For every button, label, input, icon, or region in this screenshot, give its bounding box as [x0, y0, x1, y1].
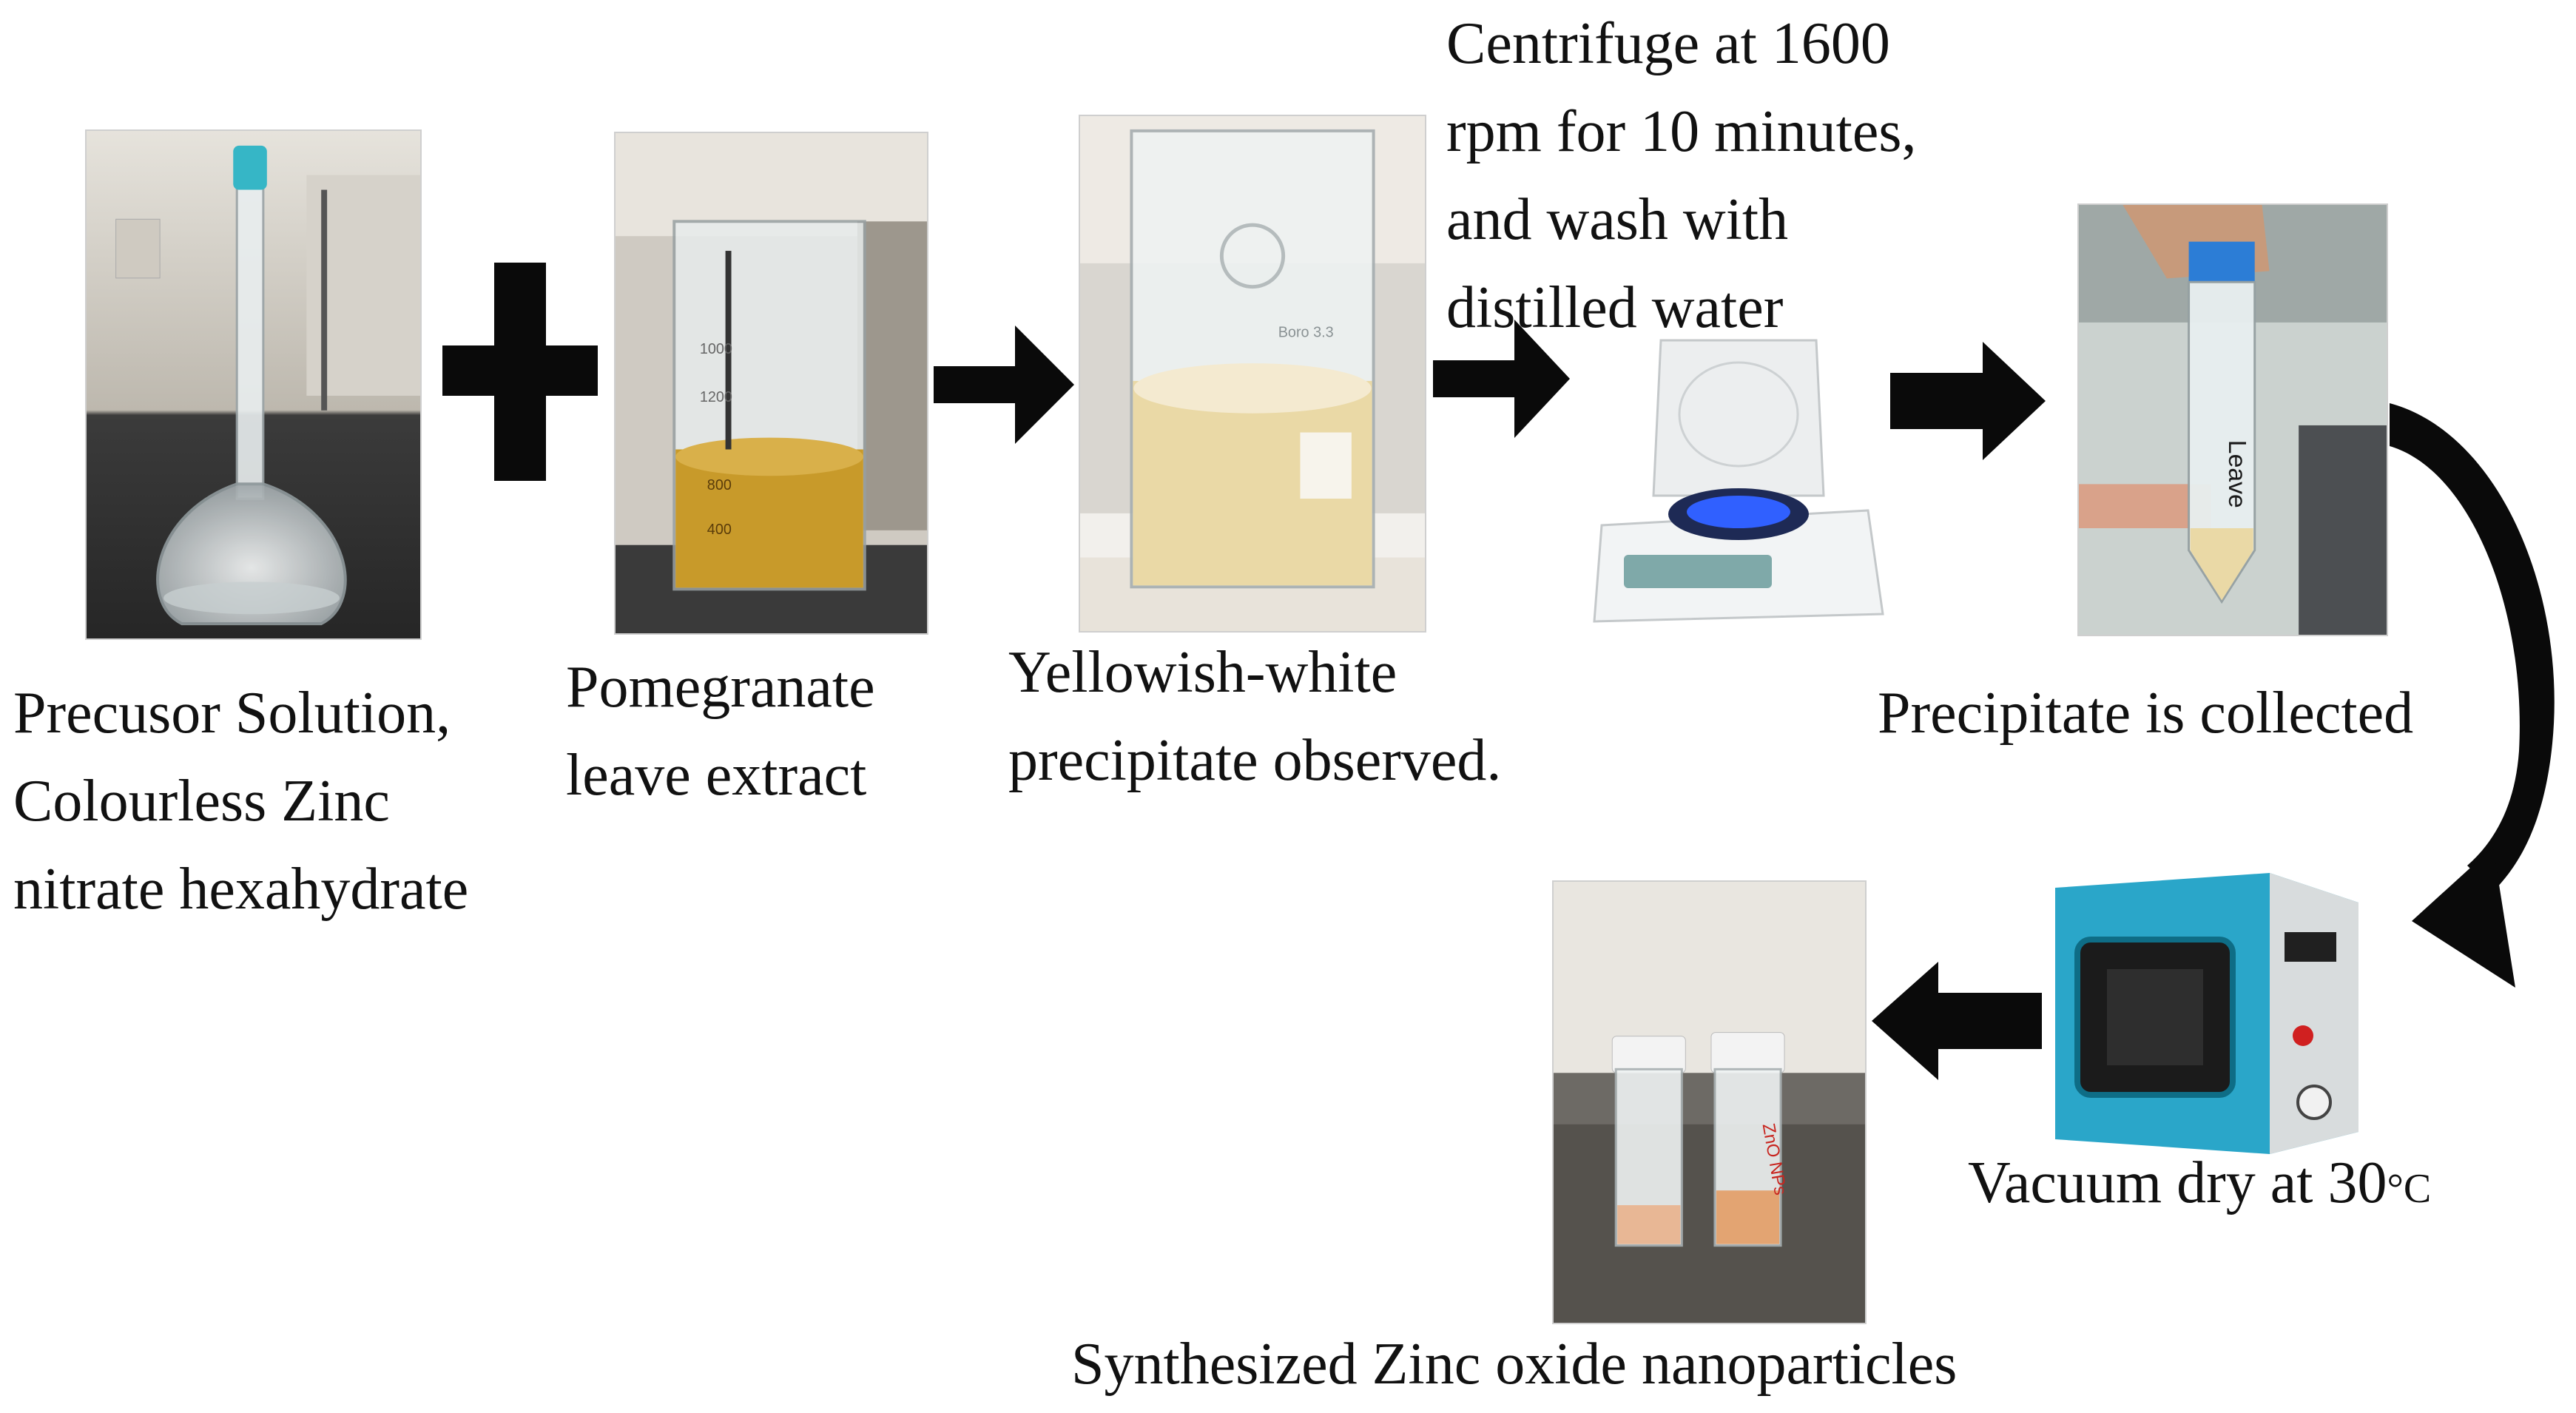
label-centrifuge-line-4: distilled water	[1446, 275, 1784, 340]
photo-precursor-flask	[85, 129, 422, 640]
label-extract-line-1: Pomegranate	[566, 655, 875, 720]
plus-icon	[442, 263, 598, 481]
label-centrifuge-line-1: Centrifuge at 1600	[1446, 11, 1890, 76]
label-vacuum-dry: Vacuum dry at 30°C	[1968, 1139, 2431, 1233]
label-precursor-line-1: Precusor Solution,	[13, 681, 451, 746]
label-vacuum-unit: °C	[2387, 1166, 2432, 1212]
label-vacuum-text: Vacuum dry at 30°C	[1968, 1150, 2431, 1215]
label-centrifuge-line-3: and wash with	[1446, 187, 1789, 252]
photo-centrifuge	[1572, 326, 1898, 644]
label-collected-text: Precipitate is collected	[1878, 681, 2414, 746]
label-observed-line-2: precipitate observed.	[1008, 728, 1502, 793]
arrow-left-icon	[1872, 962, 2042, 1080]
label-precursor-line-3: nitrate hexahydrate	[13, 857, 469, 922]
curved-arrow-down-icon	[2390, 403, 2555, 988]
photo-yellowish-precipitate: Boro 3.3	[1079, 115, 1426, 633]
photo-precipitate-tube: Leave	[2077, 203, 2388, 636]
label-vacuum-main: Vacuum dry at 30	[1968, 1150, 2387, 1215]
label-precursor-solution: Precusor Solution, Colourless Zinc nitra…	[13, 670, 468, 934]
photo-pomegranate-extract: 1000 1200 800 400	[614, 132, 928, 635]
label-centrifuge-line-2: rpm for 10 minutes,	[1446, 99, 1917, 164]
label-observed-line-1: Yellowish-white	[1008, 640, 1397, 705]
arrow-right-icon-2	[1433, 320, 1570, 438]
arrow-right-icon-3	[1890, 342, 2046, 460]
label-product-text: Synthesized Zinc oxide nanoparticles	[1071, 1332, 1958, 1397]
beaker-brand-text: Boro 3.3	[1278, 324, 1334, 340]
label-precipitate-collected: Precipitate is collected	[1878, 670, 2413, 758]
label-extract-line-2: leave extract	[566, 743, 867, 808]
label-precipitate-observed: Yellowish-white precipitate observed.	[1008, 629, 1501, 805]
tube-label-text: Leave	[2223, 440, 2251, 508]
label-synthesized-zno: Synthesized Zinc oxide nanoparticles	[1071, 1321, 1957, 1409]
beaker-mark-1000: 1000	[700, 341, 732, 357]
label-pomegranate-extract: Pomegranate leave extract	[566, 644, 875, 820]
label-precursor-line-2: Colourless Zinc	[13, 769, 390, 834]
photo-vacuum-oven	[2048, 873, 2366, 1154]
beaker-mark-800: 800	[707, 477, 732, 493]
label-centrifuge-step: Centrifuge at 1600 rpm for 10 minutes, a…	[1446, 0, 1916, 352]
photo-zinc-oxide-vials: ZnO NPs	[1552, 880, 1867, 1324]
arrow-right-icon-1	[934, 326, 1074, 444]
beaker-mark-1200: 1200	[700, 389, 732, 405]
beaker-mark-400: 400	[707, 522, 732, 538]
